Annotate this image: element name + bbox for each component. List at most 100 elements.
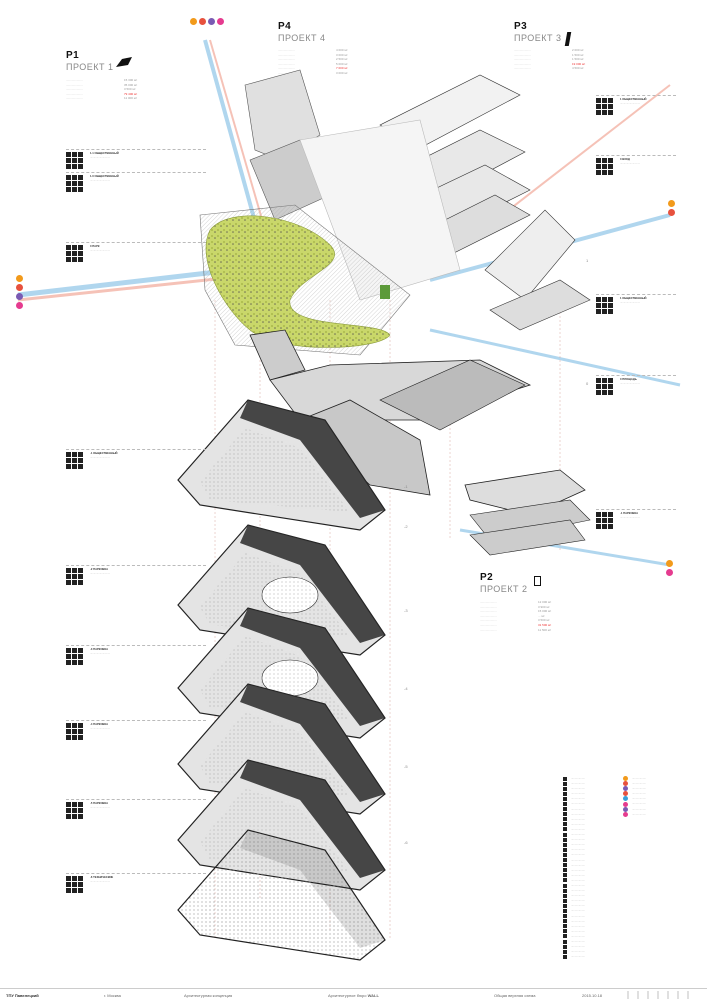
callout-title: -6 ТЕХНИЧЕСКИЕ [90, 876, 114, 879]
function-icons [66, 152, 83, 169]
function-icon [608, 158, 613, 163]
function-icon [66, 568, 71, 573]
callout-text: 1 ОБЩЕСТВЕННЫЙ..........................… [620, 297, 647, 304]
transport-icon [623, 786, 628, 792]
function-icon [72, 648, 77, 653]
stat-value: 7 000 м² [336, 66, 348, 71]
stat-row: ....................1 500 м² [514, 53, 585, 58]
legend-item: .................. [563, 817, 585, 822]
stat-row: ....................5 000 м² [278, 62, 347, 67]
legend-icon [563, 878, 567, 883]
function-icon [66, 808, 71, 813]
function-icon [72, 654, 77, 659]
callout-line [66, 149, 206, 150]
function-icon [608, 390, 613, 395]
stat-row: .................... 2 000 м² [514, 48, 585, 53]
callout-desc: ........................... [90, 726, 111, 730]
level-callout: -4 ПАРКОВКА........................... [66, 720, 206, 740]
function-icon [66, 245, 71, 250]
legend-item: .................. [563, 924, 585, 929]
legend-label: .................. [632, 791, 646, 796]
footer-sheet: Общая верхняя схема [494, 993, 536, 998]
function-icon [78, 251, 83, 256]
project-2-header: P2 ПРОЕКТ 2 [480, 572, 528, 594]
stat-value: 12 000 м² [538, 600, 552, 604]
function-icon [72, 574, 77, 579]
stat-key: .................... [480, 613, 497, 618]
level-number: -2 [404, 524, 408, 529]
callout-title: -5 ПАРКОВКА [90, 802, 109, 805]
function-icons [596, 297, 613, 314]
legend-label: .................. [571, 837, 585, 842]
level-slab [177, 524, 386, 656]
legend-item: .................. [623, 796, 646, 802]
level-number: -5 [404, 764, 408, 769]
level-callout: -1 ОБЩЕСТВЕННЫЙ.........................… [66, 449, 206, 469]
function-icon [78, 735, 83, 740]
stat-value: 11 500 м² [538, 627, 551, 632]
function-icon [66, 882, 71, 887]
function-icon [72, 888, 77, 893]
legend-label: .................. [632, 781, 646, 786]
footer-date: 2015.10.18 [582, 993, 603, 998]
callout-desc: ........................... [90, 248, 111, 252]
legend-label: .................. [571, 918, 585, 923]
callout-title: 0 ВХОД [620, 158, 630, 161]
function-icon [78, 175, 83, 180]
legend-item: .................. [563, 852, 585, 857]
callout-title: -3 ПАРКОВКА [90, 648, 109, 651]
legend-item: .................. [563, 949, 585, 954]
legend-item: .................. [623, 781, 646, 787]
function-icons [66, 723, 83, 740]
function-icon [78, 164, 83, 169]
level-number: -1 [404, 484, 408, 489]
stat-value: 3 500 м² [124, 87, 136, 92]
stat-value: 1 500 м² [572, 57, 584, 62]
legend-icon [563, 883, 567, 888]
legend-icon [563, 888, 567, 893]
stat-key: .................... [514, 48, 531, 52]
metro-icon [217, 18, 224, 25]
stat-row: ....................7 000 м² [278, 66, 347, 71]
stat-row: ....................3 500 м² [66, 87, 137, 92]
legend-label: .................. [571, 847, 585, 852]
project-title: ПРОЕКТ 2 [480, 584, 528, 594]
stacked-levels [177, 399, 386, 961]
legend-icon [563, 858, 567, 863]
stat-row: ....................11 000 м² [66, 96, 137, 101]
stat-row: ....................1 500 м² [514, 57, 585, 62]
function-icon [72, 181, 77, 186]
stat-value: 5 000 м² [336, 61, 348, 66]
function-icon [596, 309, 601, 314]
level-callout: -6 ТЕХНИЧЕСКИЕ..........................… [66, 873, 206, 893]
metro-icon [16, 293, 23, 300]
project-4-building [244, 69, 461, 301]
callout-title: -1 ПАРКОВКА [620, 512, 639, 515]
building-icon [534, 576, 541, 586]
callout-line [596, 95, 676, 96]
legend-item: .................. [623, 776, 646, 782]
function-icon [78, 808, 83, 813]
function-icon [72, 729, 77, 734]
function-icon [78, 158, 83, 163]
legend-icon [563, 939, 567, 944]
legend-label: .................. [571, 903, 585, 908]
function-icon [602, 384, 607, 389]
stat-row: ....................3 000 м² [278, 71, 347, 76]
project-4-header: P4 ПРОЕКТ 4 [278, 21, 326, 43]
stat-value: 3 000 м² [336, 70, 348, 75]
function-icons [596, 512, 613, 529]
function-icon [78, 802, 83, 807]
legend-item: .................. [563, 914, 585, 919]
function-icon [602, 170, 607, 175]
legend-icon [563, 868, 567, 873]
stat-key: .................... [480, 609, 497, 614]
legend-label: .................. [571, 791, 585, 796]
function-icon [78, 888, 83, 893]
function-icons [66, 452, 83, 469]
callout-line [596, 294, 676, 295]
underground-concourse [249, 329, 591, 556]
legend-label: .................. [571, 882, 585, 887]
project-1-stats: ....................15 300 м²...........… [66, 78, 137, 101]
stat-value: 2 000 м² [572, 48, 584, 52]
